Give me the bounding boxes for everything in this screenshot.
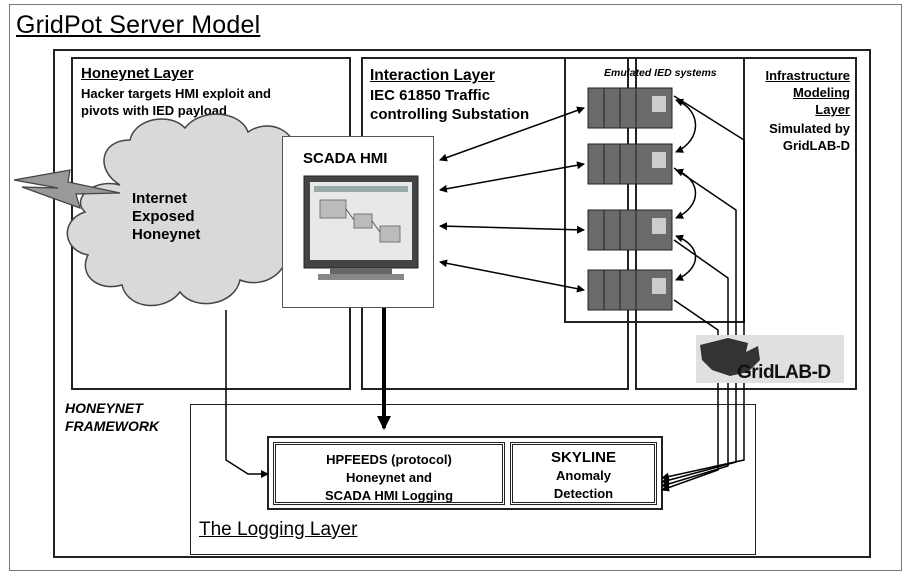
arrow-ied1-skyline	[661, 95, 745, 481]
diagram-frame	[9, 4, 902, 571]
ied-systems-heading: Emulated IED systems	[604, 67, 717, 79]
arrow-ied-link-2	[675, 168, 697, 219]
us-map-shape	[700, 338, 760, 376]
hpfeeds-box: HPFEEDS (protocol) Honeynet and SCADA HM…	[273, 442, 505, 505]
hpfeeds-line-3: SCADA HMI Logging	[324, 488, 454, 503]
framework-label-2: FRAMEWORK	[65, 418, 160, 434]
honeynet-layer-desc-1: Hacker targets HMI exploit and	[81, 86, 271, 101]
arrow-ied2-skyline	[661, 167, 737, 485]
logging-layer-label: The Logging Layer	[199, 519, 358, 540]
arrow-hmi-ied-3	[439, 222, 585, 234]
ied-rack-icon-1	[587, 87, 673, 129]
diagram-title: GridPot Server Model	[16, 11, 261, 39]
skyline-box: SKYLINE Anomaly Detection	[510, 442, 657, 505]
infrastructure-heading-2: Modeling	[792, 85, 850, 100]
cloud-label-3: Honeynet	[132, 226, 201, 243]
arrow-cloud-hpfeeds	[225, 310, 269, 478]
scada-hmi-label: SCADA HMI	[303, 150, 388, 167]
skyline-line-2: Anomaly	[556, 468, 611, 483]
infrastructure-heading-1: Infrastructure	[765, 68, 850, 83]
hpfeeds-line-2: Honeynet and	[346, 470, 432, 485]
arrow-hmi-ied-2	[439, 161, 585, 193]
cloud-label-1: Internet	[132, 190, 188, 207]
cloud-label-2: Exposed	[132, 208, 195, 225]
gridlabd-logo	[696, 335, 844, 383]
hmi-monitor-icon	[303, 175, 419, 280]
infrastructure-desc-2: GridLAB-D	[782, 138, 850, 153]
skyline-line-3: Detection	[553, 486, 614, 501]
infrastructure-desc-1: Simulated by	[769, 121, 850, 136]
interaction-layer-heading: Interaction Layer	[370, 67, 495, 84]
lightning-bolt-icon	[13, 169, 121, 209]
honeynet-layer-heading: Honeynet Layer	[81, 65, 194, 82]
ied-rack-icon-2	[587, 143, 673, 185]
gridlabd-logo-text: GridLAB-D	[737, 362, 831, 383]
arrow-ied4-skyline	[661, 299, 719, 492]
arrow-hmi-ied-4	[439, 259, 585, 293]
honeynet-layer-desc-2: pivots with IED payload	[81, 103, 227, 118]
ied-rack-icon-3	[587, 209, 673, 251]
arrow-ied-link-3	[675, 234, 697, 281]
infrastructure-heading-3: Layer	[815, 102, 850, 117]
arrow-hmi-ied-1	[439, 106, 585, 162]
ied-rack-icon-4	[587, 269, 673, 311]
hpfeeds-line-1: HPFEEDS (protocol)	[326, 452, 452, 467]
framework-label-1: HONEYNET	[65, 400, 143, 416]
arrow-ied-link-1	[675, 98, 697, 153]
skyline-line-1: SKYLINE	[550, 449, 616, 466]
interaction-layer-desc-1: IEC 61850 Traffic	[370, 87, 491, 104]
